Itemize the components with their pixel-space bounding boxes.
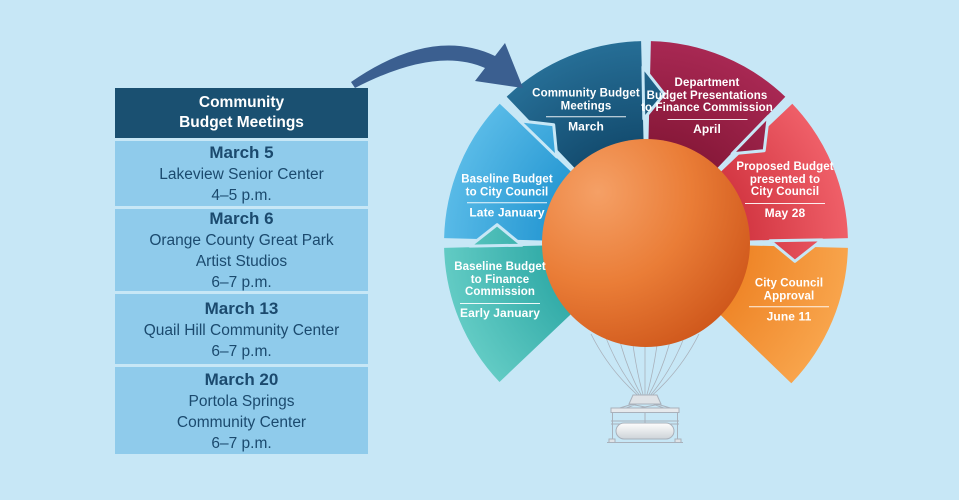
segment-divider	[546, 116, 626, 118]
segment-title-line: to Finance	[470, 273, 530, 286]
basket-hub	[628, 394, 662, 405]
segment-date: Late January	[469, 205, 545, 220]
wheel-segment-baseline-budget-finance-commission	[444, 245, 580, 382]
meeting-date: March 20	[204, 369, 279, 389]
meeting-venue: Orange County Great Park	[149, 232, 334, 249]
wheel-segment-department-budget-presentations	[648, 41, 786, 177]
segment-label-department-presentations: Department Budget Presentations to Finan…	[615, 77, 800, 135]
meeting-venue: Artist Studios	[195, 253, 288, 270]
basket-top-rail	[610, 407, 680, 413]
flow-arrowhead-icon	[517, 119, 559, 159]
segment-title-line: Community Budget	[532, 87, 640, 100]
panel-header: Community Budget Meetings	[115, 88, 368, 138]
segment-title-line: Meetings	[560, 99, 612, 112]
balloon-rope	[649, 333, 686, 397]
meeting-venue: Quail Hill Community Center	[143, 321, 340, 339]
balloon-basket-icon	[590, 333, 700, 443]
meeting-time: 6–7 p.m.	[211, 434, 272, 452]
meeting-row: March 13 Quail Hill Community Center 6–7…	[115, 294, 368, 364]
segment-title-line: Approval	[763, 289, 815, 302]
segment-label-baseline-finance: Baseline Budget to Finance Commission Ea…	[435, 261, 565, 319]
meeting-date: March 13	[204, 298, 279, 318]
basket-foot	[674, 438, 682, 443]
meeting-time: 6–7 p.m.	[211, 274, 272, 291]
segment-label-proposed-budget: Proposed Budget presented to City Counci…	[715, 161, 855, 219]
segment-label-baseline-council: Baseline Budget to City Council Late Jan…	[437, 173, 577, 219]
panel-title-line: Community	[198, 94, 285, 111]
wheel-segment-community-budget-meetings	[506, 41, 644, 177]
flow-arrowhead-icon	[768, 238, 824, 263]
wheel-segment-city-council-approval	[712, 245, 848, 384]
segment-title-line: Proposed Budget	[736, 161, 834, 173]
meeting-venue: Lakeview Senior Center	[159, 166, 324, 183]
segment-title-line: Commission	[464, 286, 535, 298]
meeting-date: March 6	[209, 209, 274, 228]
panel-title-line: Budget Meetings	[179, 114, 304, 131]
meeting-row: March 5 Lakeview Senior Center 4–5 p.m.	[115, 141, 368, 206]
wheel-sectors	[444, 41, 848, 384]
meeting-time: 6–7 p.m.	[211, 342, 272, 360]
segment-title-line: to City Council	[465, 185, 549, 198]
flow-arrowhead-icon	[641, 65, 666, 121]
segment-date: April	[693, 121, 721, 136]
balloon-rope	[604, 333, 641, 397]
segment-divider	[745, 202, 825, 204]
meeting-date: March 5	[209, 143, 274, 162]
segment-date: March	[568, 119, 604, 134]
segment-date: June 11	[766, 309, 812, 324]
wheel-flow-arrowheads	[468, 65, 824, 263]
segment-title-line: City Council	[754, 277, 824, 290]
wheel-segment-baseline-budget-city-council	[444, 103, 580, 241]
segment-divider	[749, 306, 829, 308]
segment-title-line: Baseline Budget	[454, 261, 546, 273]
flow-arrowhead-icon	[468, 223, 524, 248]
segment-date: Early January	[459, 305, 540, 320]
segment-title-line: presented to	[749, 173, 821, 186]
meeting-venue: Portola Springs	[188, 392, 295, 410]
segment-title-line: City Council	[750, 186, 820, 198]
flow-arrowhead-icon	[730, 114, 770, 156]
segment-label-community-meetings: Community Budget Meetings March	[501, 87, 671, 133]
balloon-icon	[542, 139, 750, 347]
segment-title-line: Department	[674, 77, 740, 89]
basket-struts	[612, 403, 678, 411]
segment-divider	[467, 202, 547, 204]
segment-label-council-approval: City Council Approval June 11	[729, 277, 849, 323]
meeting-row: March 20 Portola Springs Community Cente…	[115, 367, 368, 454]
segment-divider	[667, 118, 747, 120]
meeting-row: March 6 Orange County Great Park Artist …	[115, 209, 368, 291]
segment-title-line: to Finance Commission	[641, 102, 773, 114]
balloon-rope	[590, 333, 639, 397]
meeting-time: 4–5 p.m.	[211, 187, 272, 204]
segment-title-line: Baseline Budget	[461, 173, 553, 186]
balloon-rope	[651, 333, 700, 397]
segment-divider	[460, 302, 540, 304]
meeting-venue: Community Center	[176, 413, 307, 431]
segment-title-line: Budget Presentations	[646, 89, 768, 102]
curved-arrow-icon	[351, 43, 523, 88]
basket-foot	[608, 438, 616, 443]
basket-tank	[615, 422, 675, 440]
wheel-segment-proposed-budget-presented	[712, 103, 848, 241]
segment-date: May 28	[764, 205, 806, 220]
community-meetings-panel: Community Budget Meetings March 5 Lakevi…	[115, 88, 368, 454]
